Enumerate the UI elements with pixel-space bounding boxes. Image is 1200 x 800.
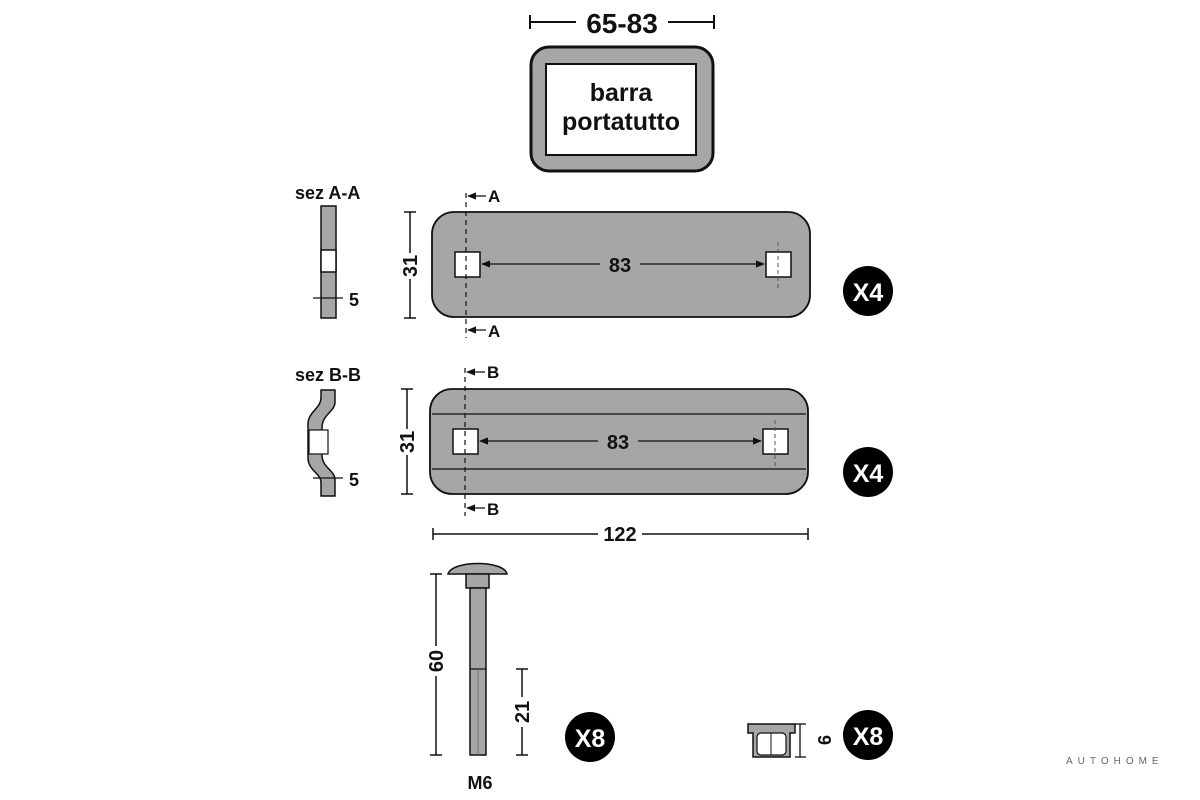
section-b-mark-top: B: [487, 363, 499, 382]
bolt-thread-length: 21: [512, 701, 534, 723]
section-a-mark-top: A: [488, 187, 500, 206]
bolt-quantity: X8: [575, 725, 606, 753]
plate-length-dimension: 122: [432, 520, 809, 546]
brand-logo: AUTOHOME: [1066, 756, 1164, 767]
section-b-thickness: 5: [349, 470, 359, 490]
bar-width-dimension: 65-83: [586, 8, 658, 39]
section-a-mark-bottom: A: [488, 322, 500, 341]
bolt-quantity-badge: [565, 712, 615, 762]
plate-b-hole-spacing: 83: [607, 432, 629, 454]
plate-b-quantity-badge: [843, 447, 893, 497]
plate-b-height: 31: [397, 431, 419, 453]
plate-a-height: 31: [400, 255, 422, 277]
bolt-assembly: 60 21 M6 X8: [424, 562, 615, 793]
bar-label-line2: portatutto: [562, 108, 680, 136]
plate-a-hole-spacing: 83: [609, 255, 631, 277]
bolt-thread-size: M6: [467, 773, 492, 793]
nut-assembly: 9 X8: [747, 710, 893, 760]
section-b-mark-bottom: B: [487, 500, 499, 519]
plate-a-assembly: sez A-A 5 31 83 A A X4: [295, 183, 893, 341]
plate-length: 122: [603, 524, 636, 546]
section-a-thickness: 5: [349, 290, 359, 310]
plate-a-quantity-badge: [843, 266, 893, 316]
nut-quantity-badge: [843, 710, 893, 760]
bolt-length: 60: [426, 650, 448, 672]
plate-a-quantity: X4: [853, 279, 884, 307]
nut-quantity: X8: [853, 723, 884, 751]
section-a-title: sez A-A: [295, 183, 360, 203]
bar-label-line1: barra: [590, 79, 654, 107]
section-b-title: sez B-B: [295, 365, 361, 385]
nut-height: 9: [814, 735, 834, 745]
roof-bar-section: 65-83 barra portatutto: [529, 8, 715, 173]
bolt-head: [447, 562, 508, 575]
bolt-neck: [465, 573, 490, 589]
plate-b-assembly: sez B-B 5 31 83 B B X4: [295, 363, 893, 519]
plate-a-hole-left: [454, 251, 481, 278]
plate-b-quantity: X4: [853, 460, 884, 488]
